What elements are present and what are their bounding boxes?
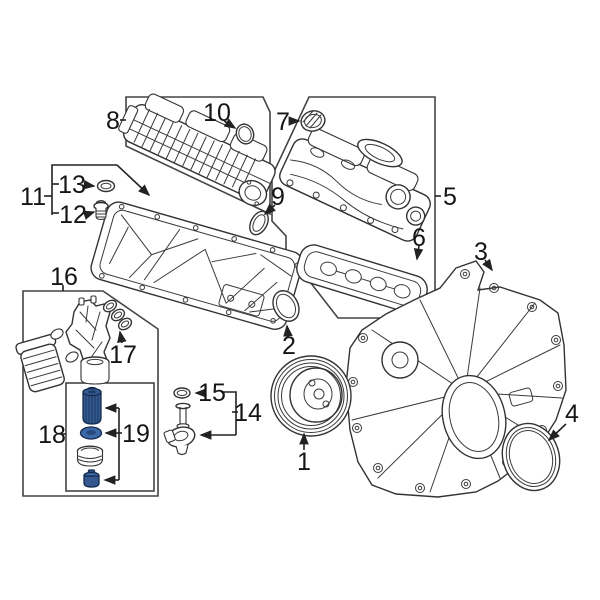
callout-17[interactable]: 17: [109, 341, 137, 369]
valve-cover-gasket-drawing: [296, 244, 428, 314]
callout-9[interactable]: 9: [271, 183, 285, 211]
callout-11[interactable]: 11: [20, 183, 46, 211]
crankshaft-front-seal-drawing: [272, 290, 300, 322]
filter-element-drawing: [82, 386, 102, 425]
callout-19[interactable]: 19: [122, 420, 150, 448]
filter-cap-drawing: [76, 445, 104, 467]
callout-15[interactable]: 15: [198, 379, 226, 407]
callout-2[interactable]: 2: [282, 332, 296, 360]
filter-plug-drawing: [83, 469, 100, 488]
callout-13[interactable]: 13: [58, 171, 86, 199]
callout-16[interactable]: 16: [50, 263, 78, 291]
callout-6[interactable]: 6: [412, 224, 426, 252]
callout-1[interactable]: 1: [297, 448, 311, 476]
valve-cover-drawing: [279, 128, 431, 242]
oil-pump-drawing: [163, 402, 196, 456]
oil-filter-housing-drawing: [50, 295, 111, 385]
callout-5[interactable]: 5: [443, 183, 457, 211]
housing-gasket-drawing: [102, 299, 133, 331]
drain-plug-drawing: [93, 200, 109, 221]
oil-filler-cap-drawing: [300, 110, 326, 132]
callout-10[interactable]: 10: [203, 99, 231, 127]
callout-7[interactable]: 7: [276, 108, 290, 136]
filter-oring-drawing: [79, 426, 103, 440]
crankshaft-pulley-drawing: [270, 355, 352, 437]
pump-oring-drawing: [173, 387, 191, 399]
drain-plug-gasket-drawing: [96, 179, 116, 193]
intake-manifold-drawing: [118, 93, 276, 207]
callout-4[interactable]: 4: [565, 400, 579, 428]
group-box-filter-kit: [65, 382, 155, 492]
timing-cover-seal-drawing: [501, 422, 561, 492]
callout-18[interactable]: 18: [38, 421, 66, 449]
callout-12[interactable]: 12: [59, 201, 87, 229]
callout-8[interactable]: 8: [106, 107, 120, 135]
group-box-oil-filter-housing: [22, 290, 159, 497]
throttle-seal-drawing: [235, 123, 255, 145]
callout-leader-lines: [44, 116, 567, 485]
callout-14[interactable]: 14: [234, 399, 262, 427]
callout-3[interactable]: 3: [474, 238, 488, 266]
